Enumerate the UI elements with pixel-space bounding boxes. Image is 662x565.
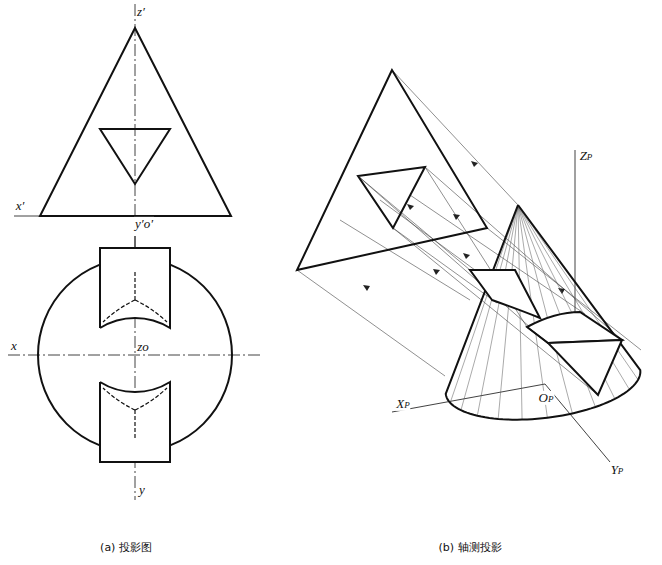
cone-generator (461, 205, 518, 410)
axis-label: zo (136, 340, 150, 354)
figure-caption: (a) 投影图 (99, 542, 153, 554)
axis-label: x′ (15, 199, 26, 213)
figure-caption: (b) 轴测投影 (437, 542, 502, 554)
axis-label: x (10, 339, 18, 353)
cone-generator (518, 205, 522, 420)
axis-label: YP (610, 463, 625, 477)
front-view (14, 4, 231, 228)
axis-label: z′ (136, 5, 146, 19)
cone-generator (477, 205, 518, 416)
top-view (8, 236, 262, 500)
axis-label: XP (395, 397, 410, 411)
axis-label: ZP (579, 149, 594, 163)
axonometric-view (297, 70, 641, 462)
cone-generator (498, 205, 518, 419)
axis-label: OP (538, 391, 555, 405)
projection-arrows (363, 161, 565, 300)
axis-label: y (138, 483, 146, 497)
axis-label: y′o′ (134, 217, 154, 231)
